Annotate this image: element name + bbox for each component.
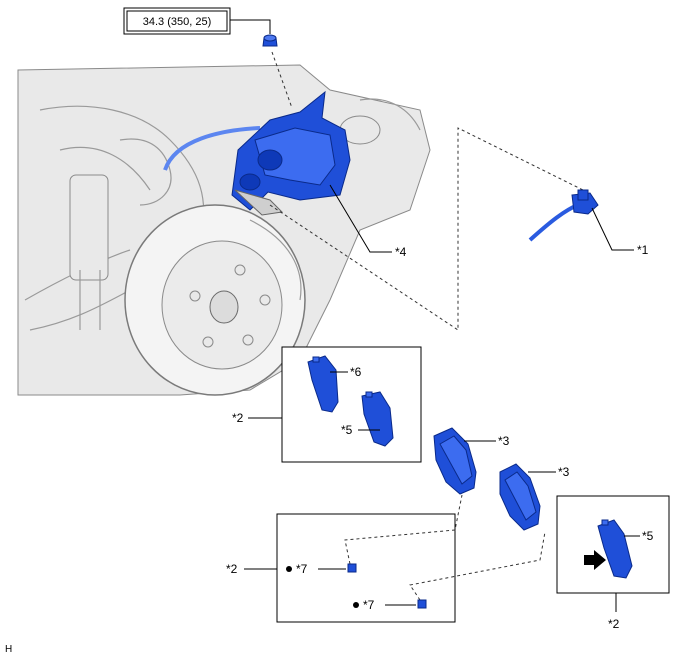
label-item-3-left: *3 — [498, 434, 510, 448]
label-item-2-lower-left: *2 — [226, 562, 238, 576]
label-item-1: *1 — [637, 243, 649, 257]
dust-shield — [249, 219, 302, 301]
torque-leader — [230, 19, 271, 34]
grease-dot-lower — [353, 602, 359, 608]
label-item-7-upper: *7 — [296, 562, 308, 576]
label-item-2-upper: *2 — [232, 411, 244, 425]
label-item-4: *4 — [395, 245, 407, 259]
corner-mark: H — [5, 644, 12, 655]
brake-pad-5-upper — [361, 391, 394, 447]
bolt-to-caliper-dash — [271, 51, 293, 109]
brake-pad-6 — [307, 355, 339, 413]
clip-dash-upper — [344, 494, 463, 565]
label-item-2-lower-right: *2 — [608, 617, 620, 631]
label-item-7-lower: *7 — [363, 598, 375, 612]
torque-spec-value: 34.3 (350, 25) — [143, 16, 212, 28]
brake-pad-5-lower — [597, 519, 633, 579]
detail-projection — [269, 127, 584, 331]
brake-pad-3-left — [433, 427, 477, 495]
torque-spec-box — [126, 10, 228, 32]
leader-1 — [591, 207, 634, 251]
brake-caliper — [231, 90, 351, 216]
pad-group-box-right — [556, 495, 670, 594]
label-item-3-right: *3 — [558, 465, 570, 479]
direction-arrow-icon — [584, 550, 606, 570]
leader-4 — [329, 184, 392, 253]
label-item-5-upper: *5 — [341, 423, 353, 437]
brake-rotor — [124, 204, 306, 396]
grease-dot-upper — [286, 566, 292, 572]
clip-dash-lower — [409, 531, 546, 601]
pad-group-box-upper — [281, 346, 422, 463]
label-item-5-lower: *5 — [642, 529, 654, 543]
label-item-6: *6 — [350, 365, 362, 379]
anti-squeal-shim-lower — [417, 599, 427, 609]
brake-hose — [163, 126, 261, 171]
brake-pad-3-right — [499, 463, 541, 531]
caliper-bolt — [262, 34, 278, 47]
anti-squeal-shim-upper — [347, 563, 357, 573]
hose-end-fitting — [528, 189, 599, 242]
